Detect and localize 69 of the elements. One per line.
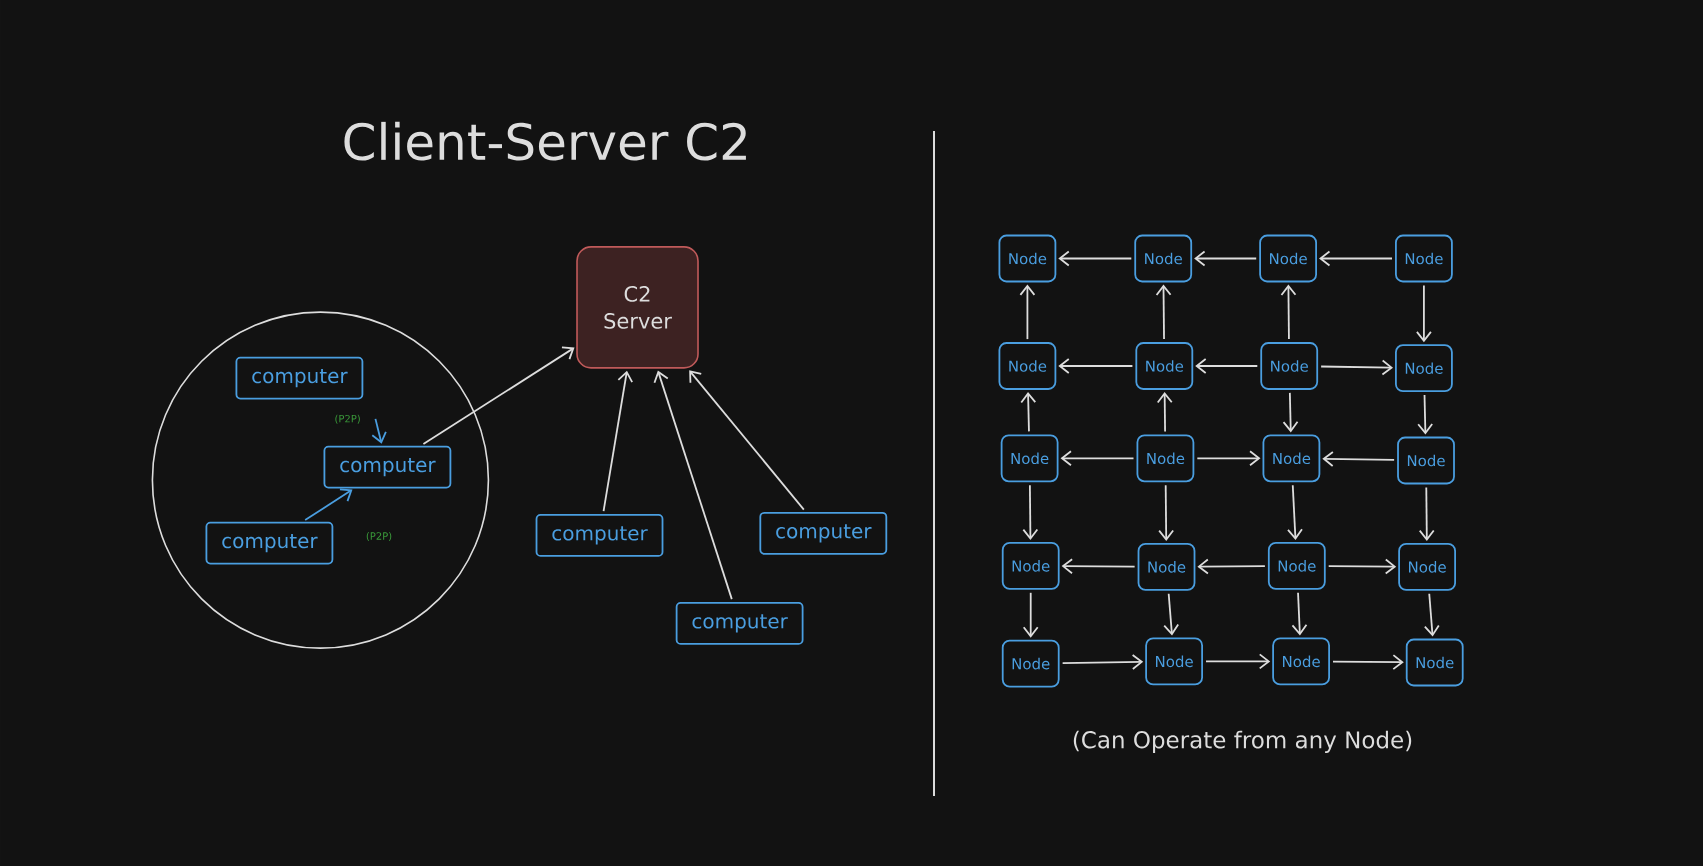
- arrow: [371, 418, 387, 444]
- arrow: [1022, 591, 1039, 638]
- arrow: [1197, 558, 1266, 575]
- arrow: [1156, 391, 1173, 433]
- node-box: Node: [1145, 637, 1203, 686]
- arrow: [1061, 558, 1136, 575]
- computer-box: computer: [535, 514, 664, 557]
- node-box: Node: [1134, 234, 1193, 283]
- arrow: [1058, 358, 1134, 374]
- circle: [151, 311, 490, 649]
- arrow: [1320, 359, 1393, 376]
- node-box: Node: [1136, 434, 1195, 483]
- node-box: Node: [998, 342, 1057, 390]
- arrow: [422, 346, 575, 445]
- arrow: [689, 370, 805, 511]
- arrow: [1322, 451, 1395, 467]
- arrow: [1416, 284, 1432, 343]
- node-box: Node: [1135, 342, 1194, 390]
- node-box: Node: [1405, 638, 1464, 687]
- arrow: [1327, 558, 1397, 575]
- computer-box: computer: [323, 445, 452, 489]
- arrow: [1287, 484, 1303, 540]
- node-box: Node: [1262, 434, 1321, 483]
- arrow: [1158, 484, 1175, 541]
- arrow: [1291, 591, 1308, 636]
- arrow: [602, 370, 634, 512]
- node-box: Node: [1137, 543, 1196, 591]
- node-box: Node: [1001, 639, 1060, 688]
- arrow: [1022, 484, 1039, 540]
- arrow: [1163, 592, 1180, 636]
- arrow: [653, 370, 733, 601]
- edge-label: (P2P): [333, 413, 362, 425]
- arrow: [304, 488, 353, 521]
- node-box: Node: [1001, 542, 1060, 590]
- computer-box: computer: [759, 511, 888, 555]
- server-box: C2 Server: [576, 246, 699, 369]
- arrow: [1195, 358, 1259, 374]
- arrow: [1196, 450, 1261, 467]
- arrow: [1061, 654, 1144, 670]
- node-box: Node: [1272, 637, 1330, 686]
- arrow: [1280, 284, 1297, 340]
- node-box: Node: [1259, 234, 1317, 283]
- computer-box: computer: [235, 356, 364, 400]
- title: Client-Server C2: [344, 121, 746, 161]
- note: (Can Operate from any Node): [1073, 730, 1412, 753]
- arrow: [1019, 284, 1036, 340]
- arrow: [1058, 250, 1133, 267]
- arrow: [1205, 653, 1271, 670]
- edge-label: (P2P): [364, 531, 394, 542]
- computer-box: computer: [675, 602, 804, 645]
- arrow: [1060, 450, 1135, 467]
- arrow: [1020, 391, 1037, 433]
- computer-box: computer: [205, 521, 334, 565]
- node-box: Node: [998, 234, 1057, 283]
- node-box: Node: [1395, 234, 1453, 283]
- arrow: [1418, 486, 1435, 541]
- arrow: [1282, 392, 1299, 433]
- arrow: [1332, 654, 1404, 671]
- node-box: Node: [1398, 543, 1456, 591]
- node-box: Node: [1397, 436, 1455, 485]
- node-box: Node: [1267, 542, 1326, 590]
- arrow: [1417, 394, 1434, 435]
- arrow: [1194, 250, 1258, 267]
- node-box: Node: [1000, 434, 1059, 483]
- arrow: [1319, 250, 1393, 267]
- arrow: [1155, 284, 1172, 340]
- arrow: [1423, 592, 1440, 637]
- node-box: Node: [1395, 344, 1453, 393]
- node-box: Node: [1260, 342, 1319, 390]
